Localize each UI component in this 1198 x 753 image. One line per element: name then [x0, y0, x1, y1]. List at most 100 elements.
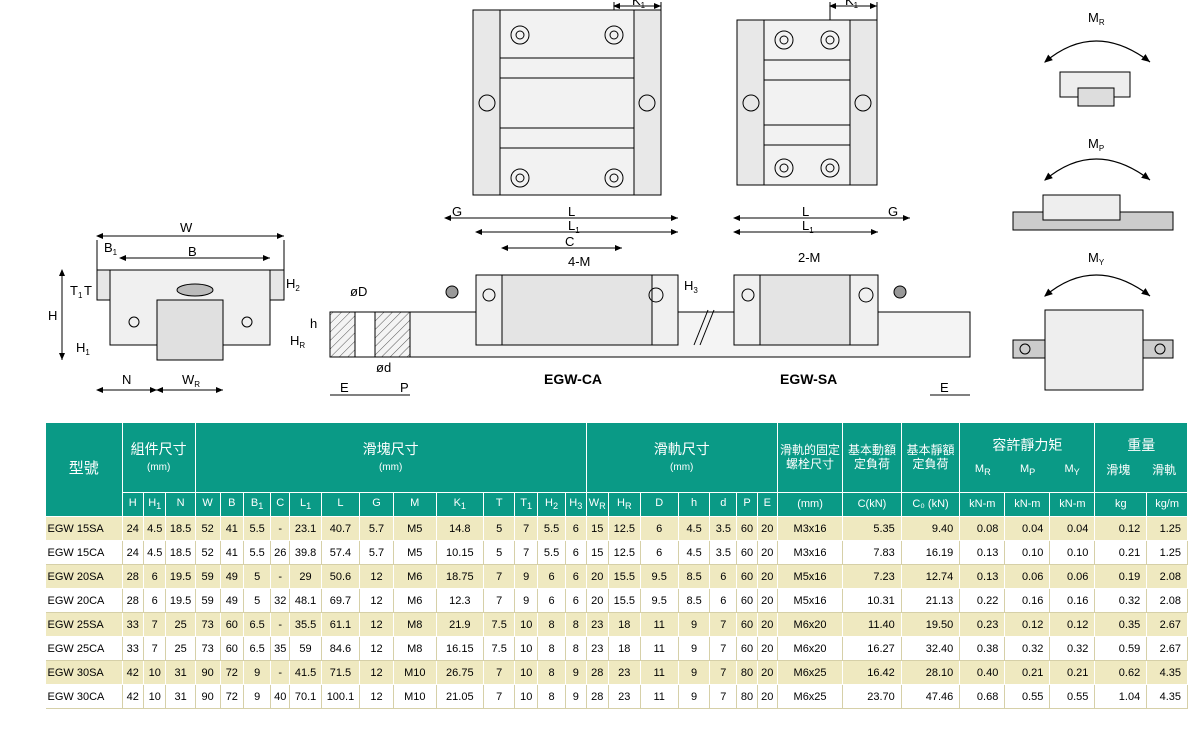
- table-cell: 28.10: [901, 660, 961, 685]
- t1-label: T1: [70, 283, 83, 300]
- wr-label: WR: [182, 372, 200, 389]
- table-cell: 8.5: [678, 588, 711, 613]
- table-cell: 29: [289, 564, 322, 589]
- table-cell: 20: [757, 588, 778, 613]
- th-col: K1: [435, 492, 484, 517]
- table-cell: 7: [709, 612, 738, 637]
- th-col: H: [121, 492, 144, 517]
- table-cell: 18: [608, 612, 641, 637]
- th-my: MY: [1064, 463, 1080, 478]
- table-cell: 2.08: [1146, 588, 1188, 613]
- table-cell: 73: [195, 636, 221, 661]
- table-cell: 60: [736, 636, 758, 661]
- table-cell: 33: [122, 612, 144, 637]
- table-cell: 6: [565, 516, 587, 541]
- th-col: B1: [243, 492, 272, 517]
- table-cell: 18.5: [165, 516, 196, 541]
- th-assembly: 組件尺寸(mm): [121, 422, 196, 493]
- n-label: N: [122, 372, 131, 387]
- table-cell: 3.5: [709, 516, 738, 541]
- table-cell: 35: [270, 636, 291, 661]
- moment-mp: MP: [1012, 136, 1174, 231]
- th-col: L1: [289, 492, 322, 517]
- table-cell: 10: [514, 636, 538, 661]
- table-cell: 4.5: [143, 540, 167, 565]
- table-cell: M3x16: [777, 516, 844, 541]
- table-cell: 12: [359, 636, 394, 661]
- table-cell: 59: [195, 564, 221, 589]
- table-cell: 11.40: [842, 612, 902, 637]
- table-cell: 19.50: [901, 612, 961, 637]
- table-cell: 7: [709, 636, 738, 661]
- table-cell: M8: [393, 636, 437, 661]
- table-cell: 7: [143, 612, 167, 637]
- table-cell: 28: [122, 588, 144, 613]
- table-cell: 25: [165, 612, 196, 637]
- table-cell: 0.22: [959, 588, 1006, 613]
- w-label: W: [180, 220, 193, 235]
- table-cell: 9: [678, 660, 711, 685]
- table-cell: 9: [678, 612, 711, 637]
- table-cell: 6: [565, 540, 587, 565]
- table-cell: 31: [165, 684, 196, 709]
- table-cell: 20: [757, 540, 778, 565]
- table-cell: 23: [608, 660, 641, 685]
- table-cell: 11: [640, 612, 679, 637]
- table-cell: 7: [514, 516, 538, 541]
- th-block: 滑塊尺寸(mm): [194, 422, 587, 493]
- h-small-label: h: [310, 316, 317, 331]
- table-cell: 7.5: [483, 636, 516, 661]
- table-cell: 7.23: [842, 564, 902, 589]
- table-cell: 20: [757, 564, 778, 589]
- th-col: E: [756, 492, 778, 517]
- table-cell: 31: [165, 660, 196, 685]
- table-cell: 20: [586, 588, 610, 613]
- table-cell: 8: [565, 636, 587, 661]
- table-cell: 57.4: [321, 540, 361, 565]
- table-cell: 48.1: [289, 588, 322, 613]
- table-cell: 21.13: [901, 588, 961, 613]
- table-cell: 25: [165, 636, 196, 661]
- table-cell: 80: [736, 684, 758, 709]
- k1-label-ca: K1: [632, 0, 646, 10]
- table-cell: 90: [195, 660, 221, 685]
- table-cell: 42: [122, 684, 144, 709]
- end-view: W B B1 H T1 T H2 H1 N WR: [48, 220, 300, 393]
- table-cell: 60: [736, 612, 758, 637]
- table-cell: 12: [359, 684, 394, 709]
- table-cell: 7: [483, 684, 516, 709]
- th-w-rail: 滑軌: [1152, 462, 1177, 477]
- table-cell: 0.12: [1094, 516, 1148, 541]
- th-col: WR: [585, 492, 610, 517]
- model-cell: EGW 30CA: [45, 684, 123, 709]
- table-cell: M5: [393, 540, 437, 565]
- table-cell: 40.7: [321, 516, 361, 541]
- table-cell: 28: [122, 564, 144, 589]
- table-cell: 15.5: [608, 564, 641, 589]
- table-cell: 5: [483, 516, 516, 541]
- table-cell: 9.5: [640, 588, 679, 613]
- table-cell: 19.5: [165, 564, 196, 589]
- table-cell: 60: [220, 636, 245, 661]
- table-cell: 69.7: [321, 588, 361, 613]
- table-cell: 35.5: [289, 612, 322, 637]
- model-cell: EGW 25CA: [45, 636, 123, 661]
- table-cell: -: [270, 660, 291, 685]
- th-col: L: [320, 492, 361, 517]
- table-cell: 0.32: [1094, 588, 1148, 613]
- table-cell: 23: [608, 684, 641, 709]
- table-cell: 5.7: [359, 516, 394, 541]
- table-cell: M6x25: [777, 684, 844, 709]
- table-cell: 0.23: [959, 612, 1006, 637]
- th-m-unit: kN-m: [959, 492, 1006, 517]
- table-cell: 9: [565, 660, 587, 685]
- table-cell: 0.04: [1004, 516, 1051, 541]
- table-cell: 40: [270, 684, 291, 709]
- table-cell: 12: [359, 564, 394, 589]
- k1-label-sa: K1: [845, 0, 859, 10]
- h2-label: H2: [286, 276, 300, 293]
- table-cell: 1.04: [1094, 684, 1148, 709]
